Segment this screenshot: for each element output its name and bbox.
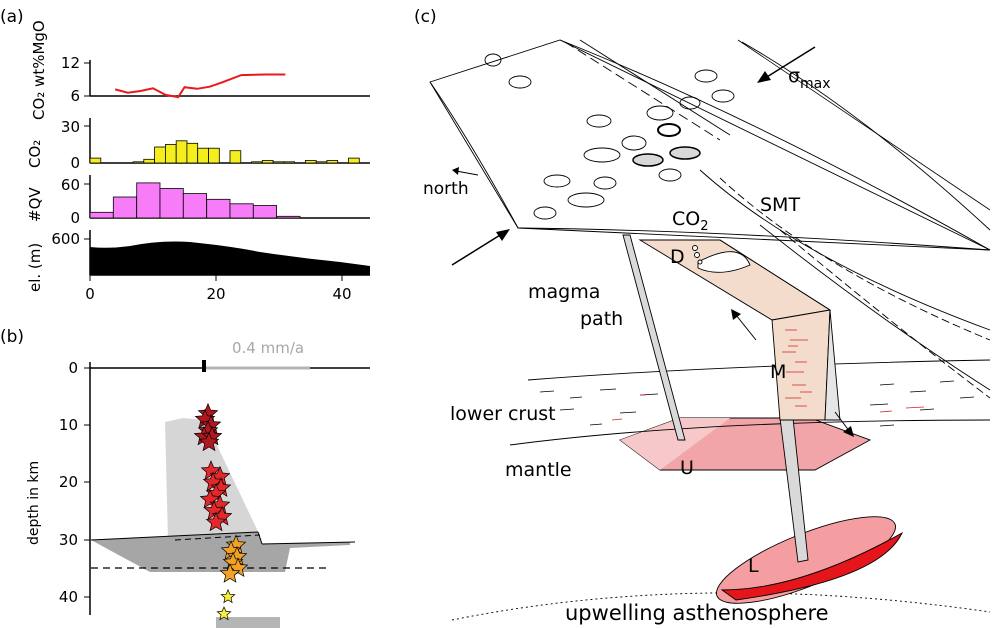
label-lower-crust: lower crust (450, 403, 556, 425)
depth-tick-40: 40 (59, 588, 78, 606)
co2-mgo-plot: 12 6 CO₂ wt%MgO (30, 20, 370, 120)
qv-bar (136, 182, 161, 219)
co2-bar (208, 147, 220, 164)
co2-bar (326, 160, 339, 164)
rate-label: 0.4 mm/a (232, 339, 304, 357)
block-diagram (429, 39, 991, 621)
qv-bar (89, 211, 114, 219)
co2-mgo-line (114, 73, 286, 99)
qv-bar (229, 203, 254, 219)
co2-bar (315, 161, 328, 164)
depth-tick-30: 30 (59, 531, 78, 549)
qv-bar (182, 193, 208, 219)
co2-bar (175, 140, 188, 164)
co2-bar (251, 161, 263, 164)
seismicity-plot: 0.4 mm/a 0 10 20 30 40 depth in km (26, 339, 370, 628)
co2-mgo-tick-6: 6 (70, 87, 80, 105)
co2-bar (186, 142, 199, 164)
x-tick-40: 40 (332, 285, 351, 303)
qv-bar (276, 215, 301, 219)
asthenosphere-boundary (451, 592, 991, 621)
co2-tick-30: 30 (61, 118, 80, 136)
qv-tick-0: 0 (70, 209, 80, 227)
co2-bar (348, 157, 360, 164)
label-asthenosphere: upwelling asthenosphere (565, 601, 829, 625)
label-sigma: σmax (788, 65, 831, 92)
panel-a-label: (a) (0, 7, 24, 27)
depth-tick-10: 10 (59, 416, 78, 434)
co2-bar (229, 150, 242, 164)
qv-bar (206, 198, 231, 219)
depth-tick-0: 0 (68, 359, 78, 377)
earthquake-star (220, 588, 236, 604)
earthquake-star (198, 431, 220, 452)
co2-bar (197, 147, 209, 164)
co2-bar (272, 161, 285, 164)
earthquake-star (205, 511, 227, 532)
surface-vents (484, 53, 735, 220)
elevation-plot: 600 el. (m) 0 20 40 (26, 230, 370, 303)
label-smt: SMT (760, 194, 800, 216)
qv-bar (252, 205, 278, 219)
panel-c-label: (c) (414, 7, 437, 27)
co2-bar-plot: 30 0 (61, 118, 370, 172)
co2-bar (89, 157, 102, 164)
qv-ylabel: #QV (26, 187, 44, 222)
depth-tick-20: 20 (59, 473, 78, 491)
co2-bar (154, 146, 166, 164)
label-u: U (680, 457, 694, 479)
qv-bar (112, 196, 138, 219)
moho-zone (91, 532, 350, 572)
label-l: L (748, 555, 759, 577)
co2-ylabel: CO₂ (26, 140, 44, 168)
label-co2: CO2 (672, 208, 709, 234)
co2-bar (164, 144, 177, 164)
label-north: north (423, 179, 469, 199)
x-tick-20: 20 (206, 285, 225, 303)
label-m: M (770, 361, 786, 383)
panel-b-label: (b) (0, 327, 24, 347)
co2-tick-0: 0 (70, 154, 80, 172)
co2-mgo-ylabel: CO₂ wt%MgO (30, 20, 48, 120)
bottom-bar (216, 617, 280, 628)
label-path: path (580, 308, 623, 330)
el-ylabel: el. (m) (26, 243, 44, 292)
co2-mgo-tick-12: 12 (61, 54, 80, 72)
co2-bar (261, 160, 274, 164)
co2-bar (283, 161, 295, 164)
qv-tick-60: 60 (61, 176, 80, 194)
label-d: D (670, 246, 685, 268)
qv-bar (159, 188, 184, 219)
depth-ylabel: depth in km (26, 461, 42, 545)
label-mantle: mantle (505, 459, 572, 481)
earthquake-star (216, 606, 232, 621)
co2-bar (143, 158, 156, 164)
earthquake-star (219, 562, 241, 583)
x-tick-0: 0 (85, 285, 95, 303)
qv-bar-plot: 60 0 #QV CO₂ (26, 140, 370, 227)
label-magma: magma (528, 281, 600, 303)
co2-bar (132, 161, 145, 164)
lower-crust-dashes (539, 380, 975, 427)
co2-bar (304, 160, 317, 164)
el-tick-600: 600 (51, 230, 80, 248)
elevation-profile (90, 241, 370, 275)
